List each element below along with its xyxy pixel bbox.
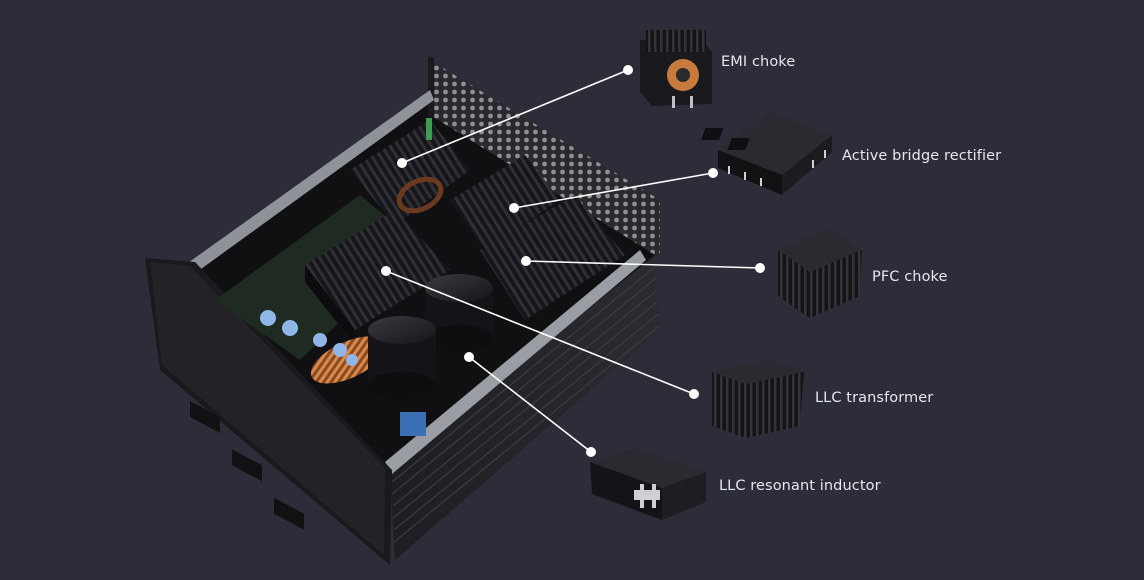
label-llc-transformer: LLC transformer [815, 390, 934, 406]
llc-transformer-image [712, 360, 804, 438]
label-emi-choke: EMI choke [721, 54, 796, 70]
label-llc-resonant-inductor: LLC resonant inductor [719, 478, 881, 494]
emi-choke-image [640, 30, 712, 108]
psu-chassis [145, 56, 660, 565]
leader-dots [381, 65, 765, 457]
leader-lines [385, 69, 761, 453]
label-pfc-choke: PFC choke [872, 269, 948, 285]
label-active-bridge-rectifier: Active bridge rectifier [842, 148, 1002, 164]
active-bridge-rectifier-image [701, 112, 832, 195]
llc-resonant-inductor-image [590, 448, 706, 520]
pfc-choke-image [778, 228, 862, 318]
